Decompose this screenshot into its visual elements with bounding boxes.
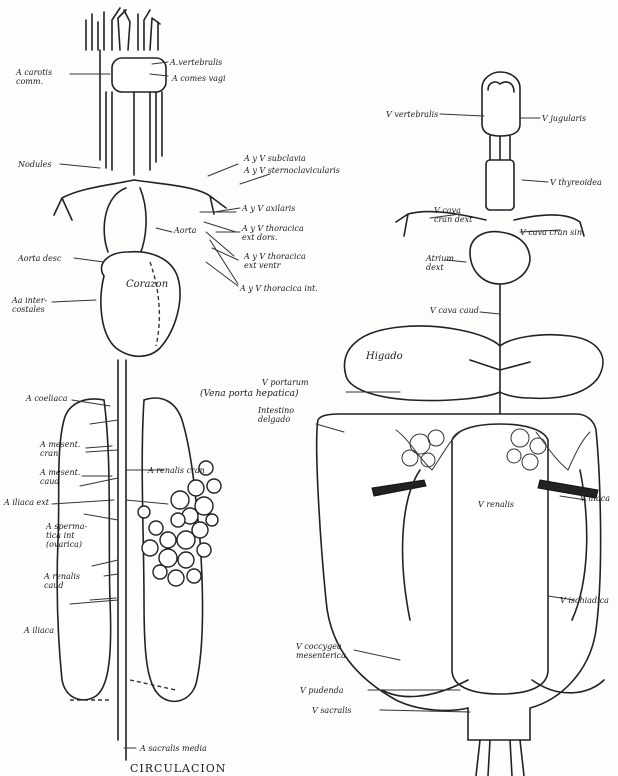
label-a-v-subclavia: A y V subclavia bbox=[244, 154, 306, 163]
label-atrium-dext: Atrium dext bbox=[426, 254, 454, 272]
label-v-vertebralis: V vertebralis bbox=[386, 110, 438, 119]
label-a-v-axillaris: A y V axilaris bbox=[242, 204, 295, 213]
label-a-v-thoracica-ventr: A y V thoracica ext ventr bbox=[244, 252, 306, 270]
label-aorta: Aorta bbox=[174, 226, 196, 235]
label-v-cava-cran-sin: V cava cran sin bbox=[520, 228, 582, 237]
label-v-cava-caud: V cava caud bbox=[430, 306, 479, 315]
label-a-v-thoracica-int: A y V thoracica int. bbox=[240, 284, 318, 293]
label-v-jugularis: V jugularis bbox=[542, 114, 586, 123]
label-a-mesent-cran: A mesent. cran bbox=[40, 440, 80, 458]
label-nodules: Nodules bbox=[18, 160, 52, 169]
label-higado: Higado bbox=[366, 352, 403, 361]
label-v-pudenda: V pudenda bbox=[300, 686, 344, 695]
figure-caption: CIRCULACION bbox=[130, 762, 260, 775]
label-aa-intercostales: Aa inter- costales bbox=[12, 296, 47, 314]
label-a-coeliaca: A coeliaca bbox=[26, 394, 68, 403]
label-a-vertebralis: A.vertebralis bbox=[170, 58, 222, 67]
label-vena-porta-hepatica: (Vena porta hepatica) bbox=[200, 390, 299, 399]
label-a-sacralis-media: A sacralis media bbox=[140, 744, 207, 753]
left-arterial-figure bbox=[54, 8, 238, 760]
label-corazon: Corazon bbox=[126, 280, 168, 289]
label-v-sacralis: V sacralis bbox=[312, 706, 352, 715]
label-v-portarum: V portarum bbox=[262, 378, 309, 387]
label-v-coccygea: V coccygea mesenterica bbox=[296, 642, 346, 660]
label-intestino: Intestino delgado bbox=[258, 406, 294, 424]
label-aorta-desc: Aorta desc bbox=[18, 254, 61, 263]
label-v-cava-cran-dext: V cava cran dext bbox=[434, 206, 472, 224]
label-a-iliaca: A iliaca bbox=[24, 626, 54, 635]
label-a-carotis: A carotis comm. bbox=[16, 68, 52, 86]
label-a-v-thoracica-dors: A y V thoracica ext dors. bbox=[242, 224, 304, 242]
label-a-v-sternoclavicularis: A y V sternoclavicularis bbox=[244, 166, 340, 175]
label-v-ischiadica: V ischiadica bbox=[560, 596, 609, 605]
label-v-renalis: V renalis bbox=[478, 500, 514, 509]
label-a-renalis-caud: A renalis caud bbox=[44, 572, 80, 590]
label-a-iliaca-ext: A iliaca ext bbox=[4, 498, 49, 507]
label-v-iliaca: V iliaca bbox=[580, 494, 610, 503]
label-a-comes-vagi: A comes vagi bbox=[172, 74, 226, 83]
label-a-mesent-caud: A mesent. caud bbox=[40, 468, 80, 486]
label-v-thyreoidea: V thyreoidea bbox=[550, 178, 602, 187]
label-a-renalis-cran: A renalis cran bbox=[148, 466, 205, 475]
label-a-spermatica: A sperma- tica int (ovarica) bbox=[46, 522, 87, 549]
